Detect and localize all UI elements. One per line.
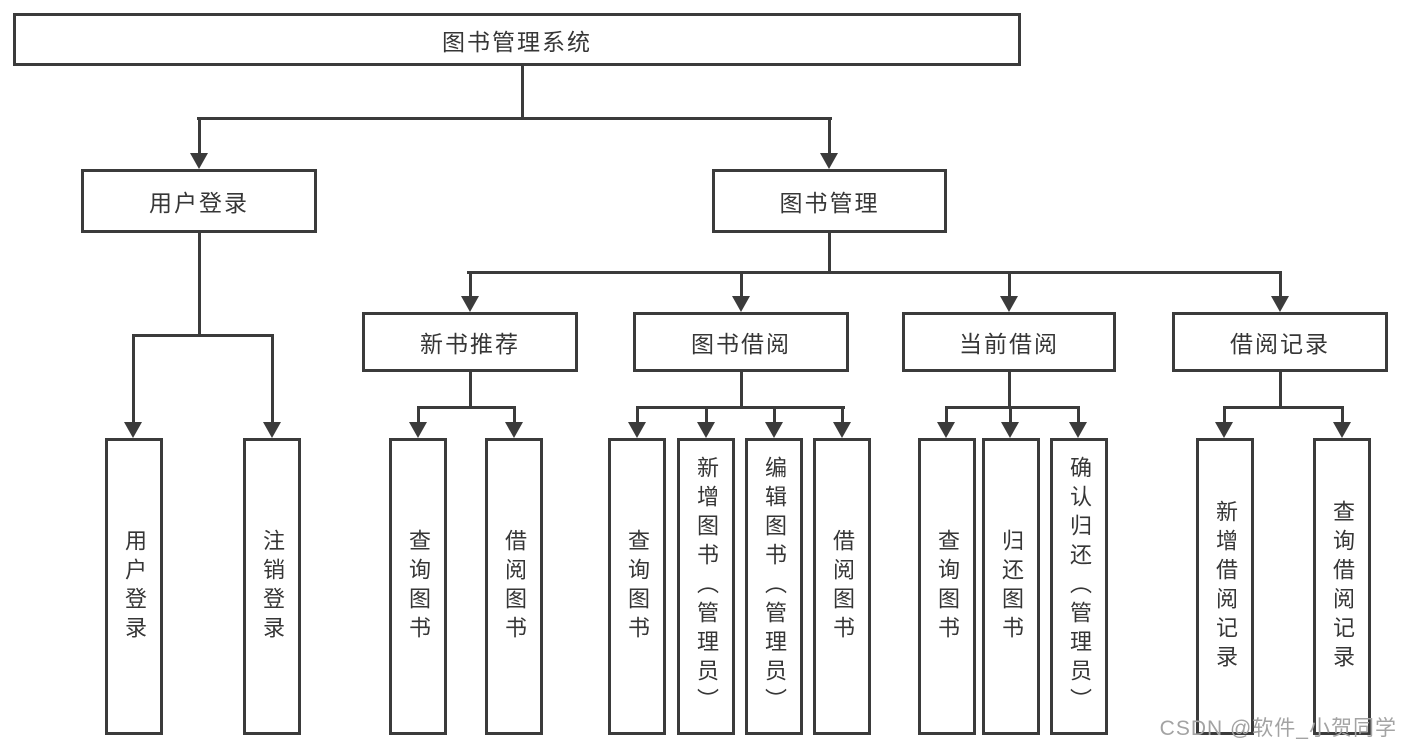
leaf-search-books-borrowing: 查询图书 <box>608 438 666 735</box>
connector-user-login-rail <box>132 334 274 337</box>
arrowhead-leaf-user-login <box>124 422 142 438</box>
node-new-book-recommendation: 新书推荐 <box>362 312 578 372</box>
connector-book-management-stem <box>828 233 831 274</box>
connector-borrowing-rail <box>636 406 845 409</box>
connector-to-leaf-search-borrowing <box>636 406 639 424</box>
arrowhead-leaf-edit-book <box>765 422 783 438</box>
connector-to-current-borrowing <box>1008 271 1011 298</box>
arrowhead-leaf-return-books <box>1001 422 1019 438</box>
connector-to-leaf-search-record <box>1341 406 1344 424</box>
connector-to-leaf-logout <box>271 334 274 424</box>
arrowhead-new-book-recommendation <box>461 296 479 312</box>
arrowhead-leaf-search-recommend <box>409 422 427 438</box>
leaf-logout: 注销登录 <box>243 438 301 735</box>
connector-records-rail <box>1223 406 1344 409</box>
arrowhead-borrowing-records <box>1271 296 1289 312</box>
connector-to-leaf-add-book <box>705 406 708 424</box>
arrowhead-current-borrowing <box>1000 296 1018 312</box>
arrowhead-leaf-add-book <box>697 422 715 438</box>
node-library-management-system: 图书管理系统 <box>13 13 1021 66</box>
node-borrowing-records: 借阅记录 <box>1172 312 1388 372</box>
connector-to-user-login <box>198 117 201 155</box>
leaf-borrow-books: 借阅图书 <box>813 438 871 735</box>
connector-root-stem <box>521 66 524 119</box>
leaf-add-borrow-record: 新增借阅记录 <box>1196 438 1254 735</box>
arrowhead-leaf-logout <box>263 422 281 438</box>
leaf-search-books-recommend: 查询图书 <box>389 438 447 735</box>
arrowhead-book-borrowing <box>732 296 750 312</box>
connector-borrowing-stem <box>740 372 743 409</box>
node-user-login: 用户登录 <box>81 169 317 233</box>
arrowhead-leaf-borrow-books <box>833 422 851 438</box>
arrowhead-leaf-borrow-recommend <box>505 422 523 438</box>
connector-current-rail <box>945 406 1080 409</box>
node-book-borrowing: 图书借阅 <box>633 312 849 372</box>
arrowhead-leaf-search-current <box>937 422 955 438</box>
arrowhead-leaf-add-record <box>1215 422 1233 438</box>
node-book-management: 图书管理 <box>712 169 947 233</box>
leaf-edit-book-admin: 编辑图书（管理员） <box>745 438 803 735</box>
connector-to-leaf-return-books <box>1009 406 1012 424</box>
leaf-search-books-current: 查询图书 <box>918 438 976 735</box>
connector-to-leaf-user-login <box>132 334 135 424</box>
arrowhead-leaf-search-record <box>1333 422 1351 438</box>
connector-recommend-rail <box>417 406 516 409</box>
connector-recommend-stem <box>469 372 472 409</box>
leaf-add-book-admin: 新增图书（管理员） <box>677 438 735 735</box>
connector-to-leaf-confirm-return <box>1077 406 1080 424</box>
connector-level3-rail <box>467 271 1282 274</box>
connector-to-leaf-search-recommend <box>417 406 420 424</box>
node-current-borrowing: 当前借阅 <box>902 312 1116 372</box>
csdn-watermark: CSDN @软件_小贺同学 <box>1159 717 1397 740</box>
leaf-return-books: 归还图书 <box>982 438 1040 735</box>
leaf-search-borrow-record: 查询借阅记录 <box>1313 438 1371 735</box>
connector-to-leaf-add-record <box>1223 406 1226 424</box>
arrowhead-leaf-confirm-return <box>1069 422 1087 438</box>
connector-current-stem <box>1008 372 1011 409</box>
connector-to-leaf-borrow-books <box>841 406 844 424</box>
arrowhead-leaf-search-borrowing <box>628 422 646 438</box>
arrowhead-book-management <box>820 153 838 169</box>
connector-to-book-management <box>828 117 831 155</box>
connector-to-leaf-edit-book <box>773 406 776 424</box>
connector-to-leaf-search-current <box>945 406 948 424</box>
connector-level2-rail <box>197 117 832 120</box>
connector-to-borrowing-records <box>1279 271 1282 298</box>
arrowhead-user-login <box>190 153 208 169</box>
leaf-confirm-return-admin: 确认归还（管理员） <box>1050 438 1108 735</box>
connector-to-book-borrowing <box>740 271 743 298</box>
leaf-user-login: 用户登录 <box>105 438 163 735</box>
connector-user-login-stem <box>198 233 201 337</box>
connector-to-leaf-borrow-recommend <box>513 406 516 424</box>
leaf-borrow-books-recommend: 借阅图书 <box>485 438 543 735</box>
connector-records-stem <box>1279 372 1282 409</box>
connector-to-new-book-recommendation <box>469 271 472 298</box>
